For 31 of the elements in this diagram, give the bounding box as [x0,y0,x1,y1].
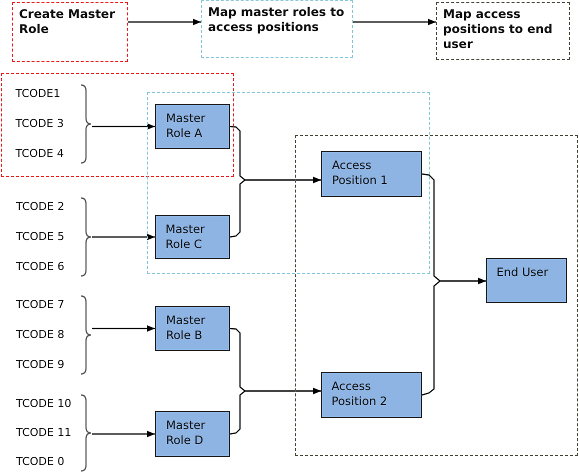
step-box: Map access positions to end user [436,2,570,60]
process-box: End User [486,258,566,302]
tcode-label: TCODE 11 [16,425,72,441]
process-box: Master Role B [155,306,230,351]
tcode-label: TCODE 4 [16,146,64,162]
tcode-label: TCODE 6 [16,259,64,275]
tcode-label: TCODE 2 [16,199,64,215]
arrow [128,18,201,26]
arrow [92,123,155,130]
arrow [353,18,436,26]
arrow [92,234,155,240]
arrow [230,176,321,238]
tcode-label: TCODE 8 [16,327,64,343]
tcode-label: TCODE 5 [16,229,64,245]
arrow [422,278,486,396]
process-box: Access Position 1 [321,151,422,197]
tcode-label: TCODE 0 [16,454,64,470]
step-box: Map master roles to access positions [201,0,353,58]
step-box: Create Master Role [12,2,128,62]
tcode-label: TCODE 3 [16,116,64,132]
arrow [230,388,321,435]
process-box: Master Role D [155,411,230,457]
tcode-label: TCODE 10 [16,396,72,412]
tcode-label: TCODE 7 [16,297,64,313]
arrow [92,430,155,438]
tcode-label: TCODE 9 [16,357,64,373]
arrow [92,325,155,332]
process-box: Master Role C [154,214,230,258]
process-box: Access Position 2 [320,372,422,418]
tcode-label: TCODE1 [16,86,60,102]
process-box: Master Role A [155,104,230,149]
